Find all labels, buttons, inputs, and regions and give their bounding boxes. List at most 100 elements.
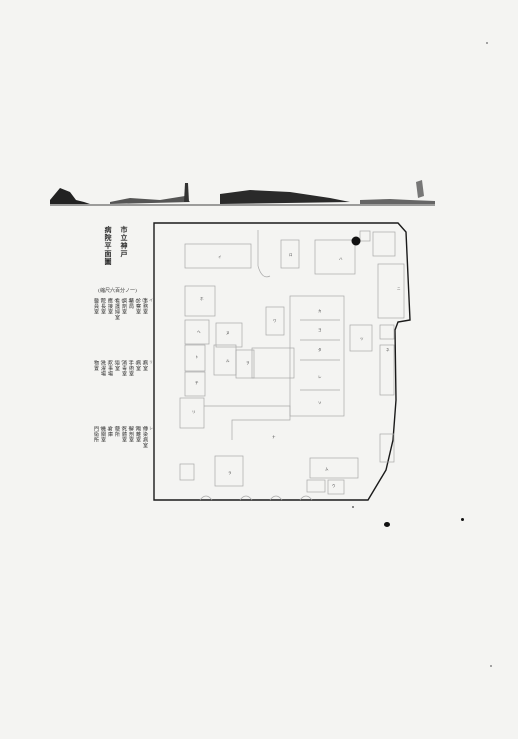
legend-text: 解剖室 xyxy=(128,426,134,443)
plan-room-label: チ xyxy=(195,380,199,385)
legend-item: ソ隔離室 xyxy=(135,426,147,443)
legend-item: ム機關室 xyxy=(100,426,112,443)
legend-item: ラ倉庫 xyxy=(107,426,119,437)
legend-text: 診察室 xyxy=(135,298,141,315)
plan-room-label: リ xyxy=(192,410,196,414)
legend-key: チ xyxy=(100,298,105,303)
plan-room-label: ナ xyxy=(272,434,276,439)
legend-key: ナ xyxy=(121,426,126,431)
legend-item: ロ診察室 xyxy=(135,298,147,315)
legend-text: 炊事場 xyxy=(107,360,113,377)
legend-key: ヘ xyxy=(114,298,119,303)
site-boundary xyxy=(153,222,411,501)
legend-key: リ xyxy=(149,360,154,365)
legend-text: 洗濯場 xyxy=(100,360,106,377)
title-line-1: 市立神戸 xyxy=(120,226,129,258)
legend-item: リ病室 xyxy=(142,360,154,371)
legend-key: ラ xyxy=(114,426,119,431)
legend-text: 隔離室 xyxy=(135,426,141,443)
legend-text: 便所 xyxy=(114,426,120,437)
legend-item: ヌ病室 xyxy=(135,360,147,371)
legend-item: ナ便所 xyxy=(114,426,126,437)
legend-item: ヨ洗濯場 xyxy=(100,360,112,377)
plan-room-label: ツ xyxy=(360,337,364,341)
plan-room-label: ト xyxy=(195,355,199,359)
legend-key: ロ xyxy=(142,298,147,303)
ink-speck xyxy=(352,506,354,508)
plan-room-label: ニ xyxy=(397,287,401,291)
ink-speck xyxy=(461,518,464,521)
title-line-2: 病院平面圖 xyxy=(104,226,113,266)
legend-key: ニ xyxy=(128,298,133,303)
ink-blot xyxy=(351,236,361,246)
building-outlines xyxy=(179,230,405,501)
legend-group-2: リ病室ヌ病室ル手術室ヲ消毒室ワ浴室カ炊事場ヨ洗濯場タ物置 xyxy=(86,360,154,420)
legend-item: カ炊事場 xyxy=(107,360,119,377)
legend-item: ニ調劑室 xyxy=(121,298,133,315)
ink-speck xyxy=(486,42,488,44)
legend-item: チ醫員室 xyxy=(93,298,105,315)
legend-item: ト院長室 xyxy=(100,298,112,315)
legend-item: ツ解剖室 xyxy=(128,426,140,443)
legend-key: ト xyxy=(107,298,112,303)
legend-key: ホ xyxy=(121,298,126,303)
legend-key: ハ xyxy=(135,298,140,303)
legend-text: 藥局 xyxy=(128,298,134,309)
ink-speck xyxy=(490,665,492,667)
legend-key: ワ xyxy=(121,360,126,365)
legend-text: 消毒室 xyxy=(121,360,127,377)
plan-room-label: ハ xyxy=(339,257,343,261)
plan-room-label: ム xyxy=(325,466,329,471)
scale-note: (縮尺六百分ノ一) xyxy=(98,288,137,294)
plan-room-label: ワ xyxy=(273,318,277,323)
document-title: 市立神戸 病院平面圖 xyxy=(98,226,144,286)
legend-key: ヌ xyxy=(142,360,147,365)
legend-text: 病室 xyxy=(135,360,141,371)
legend-key: ウ xyxy=(100,426,105,431)
legend-key: イ xyxy=(149,298,154,303)
plan-room-label: ヌ xyxy=(226,330,230,335)
legend-key: ツ xyxy=(135,426,140,431)
plan-room-label: ネ xyxy=(386,347,390,352)
legend-item: ル手術室 xyxy=(128,360,140,377)
legend-text: 事務室 xyxy=(142,298,148,315)
legend-group-1: イ事務室ロ診察室ハ藥局ニ調劑室ホ看護婦室ヘ應接室ト院長室チ醫員室 xyxy=(86,298,154,346)
legend-text: 倉庫 xyxy=(107,426,113,437)
legend-text: 機關室 xyxy=(100,426,106,443)
legend-item: ネ死體室 xyxy=(121,426,133,443)
legend-item: ウ門衞所 xyxy=(93,426,105,443)
legend-key: カ xyxy=(114,360,119,365)
legend-item: ヘ應接室 xyxy=(107,298,119,315)
plan-room-label: イ xyxy=(218,255,222,259)
plan-room-label: レ xyxy=(318,375,322,379)
legend-key: ヲ xyxy=(128,360,133,365)
legend-text: 門衞所 xyxy=(93,426,99,443)
plan-room-label: ヲ xyxy=(246,360,250,365)
legend-text: 看護婦室 xyxy=(114,298,120,320)
plan-room-label: ホ xyxy=(200,296,204,301)
legend-text: 調劑室 xyxy=(121,298,127,315)
legend-group-3: レ傳染病室ソ隔離室ツ解剖室ネ死體室ナ便所ラ倉庫ム機關室ウ門衞所 xyxy=(86,426,154,486)
plan-room-label: ウ xyxy=(332,483,336,488)
plan-room-labels: イロハニホヘトチリヌルヲワカヨタレソツネナラムウ xyxy=(192,253,401,488)
legend-text: 手術室 xyxy=(128,360,134,377)
legend-key: ム xyxy=(107,426,112,431)
legend-key: ヨ xyxy=(107,360,112,365)
plan-room-label: ヘ xyxy=(197,330,201,334)
ink-speck xyxy=(384,522,390,527)
plan-room-label: ル xyxy=(226,359,230,363)
legend-item: ハ藥局 xyxy=(128,298,140,309)
plan-room-label: ラ xyxy=(228,470,232,475)
plan-room-label: ロ xyxy=(289,253,293,257)
legend-key: レ xyxy=(149,426,154,431)
plan-room-label: カ xyxy=(318,308,322,313)
legend-text: 病室 xyxy=(142,360,148,371)
legend-text: 物置 xyxy=(93,360,99,371)
legend-text: 醫員室 xyxy=(93,298,99,315)
legend-key: ル xyxy=(135,360,140,365)
legend-item: ワ浴室 xyxy=(114,360,126,371)
legend-item: タ物置 xyxy=(93,360,105,371)
legend-item: ホ看護婦室 xyxy=(114,298,126,320)
